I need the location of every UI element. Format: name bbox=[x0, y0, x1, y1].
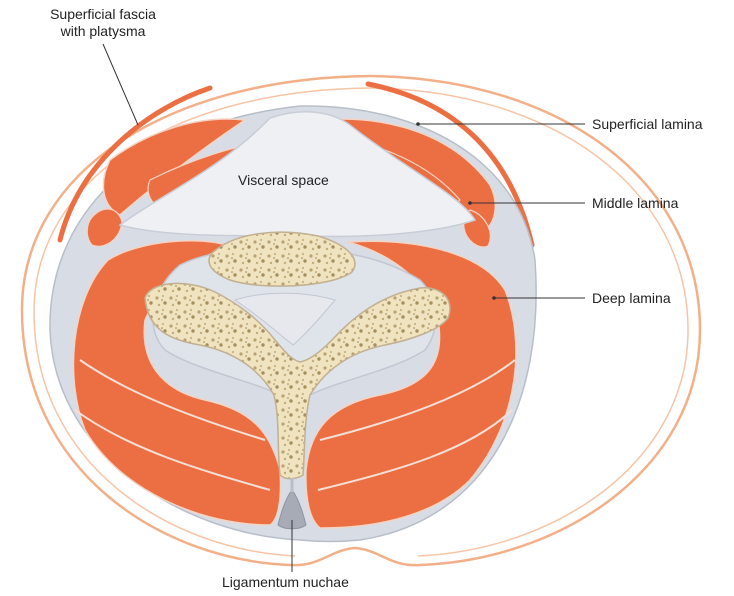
label-deep-lamina: Deep lamina bbox=[592, 290, 671, 307]
leader-dot-middle-lamina bbox=[468, 201, 472, 205]
label-ligamentum-nuchae: Ligamentum nuchae bbox=[222, 574, 349, 591]
label-superficial-fascia-line2: with platysma bbox=[38, 23, 168, 40]
leader-superficial-fascia bbox=[103, 44, 138, 125]
leader-dot-superficial-lamina bbox=[416, 122, 420, 126]
label-visceral-space: Visceral space bbox=[238, 172, 329, 189]
label-superficial-lamina: Superficial lamina bbox=[592, 116, 703, 133]
leader-dot-deep-lamina bbox=[492, 296, 496, 300]
label-superficial-fascia: Superficial fascia with platysma bbox=[38, 6, 168, 40]
label-superficial-fascia-line1: Superficial fascia bbox=[38, 6, 168, 23]
label-middle-lamina: Middle lamina bbox=[592, 195, 678, 212]
